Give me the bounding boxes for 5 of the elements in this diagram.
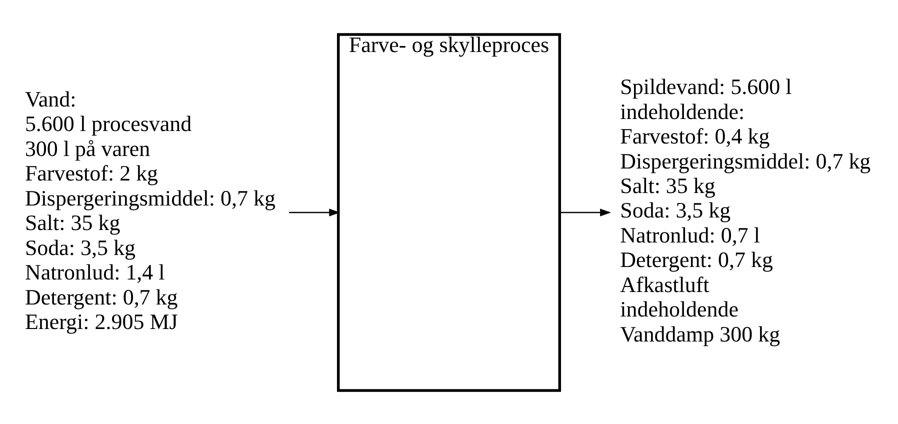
node-text: Vand: 5.600 l procesvand 300 l på varen Farvestof: 2 kg Dispergeringsmiddel: 0,7 kg Salt: 35 kg Soda: 3,5 kg Natronlud: 1,4 l Detergent: 0,7 kg Energi: 2.905 MJ (24, 86, 276, 334)
node-box: Farve- og skylleproces (336, 32, 562, 392)
arrow (560, 208, 612, 216)
node-text: Spildevand: 5.600 l indeholdende: Farvestof: 0,4 kg Dispergeringsmiddel: 0,7 kg Salt: 35 kg Soda: 3,5 kg Natronlud: 0,7 l Detergent: 0,7 kg Afkastluft indeholdende Vanddamp 300 kg (620, 74, 871, 346)
arrow (289, 208, 340, 216)
